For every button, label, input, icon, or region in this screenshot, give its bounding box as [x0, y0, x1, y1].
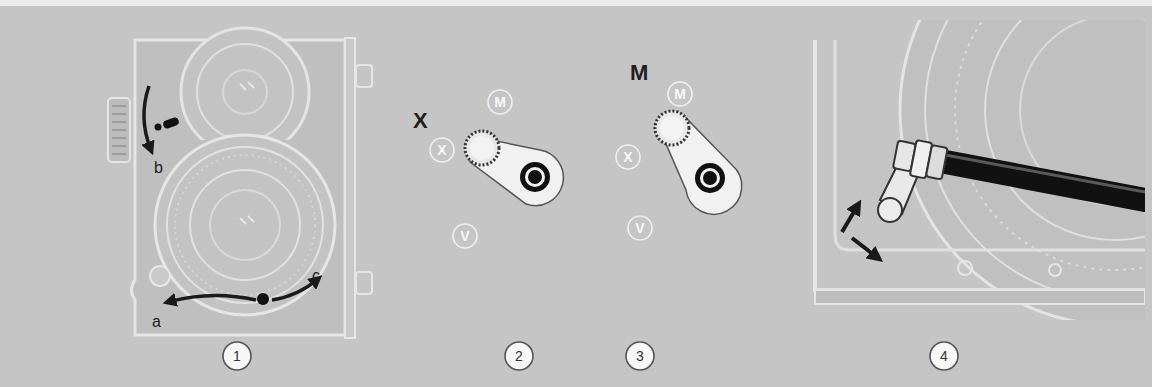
cable-release-view: [935, 160, 1145, 200]
sync-lever-x: [520, 162, 550, 192]
node-text: V: [635, 221, 644, 235]
circle-outline: [488, 90, 512, 114]
sync-lever-x: [470, 136, 494, 160]
camera-front: [150, 266, 170, 286]
node-text: 4: [940, 349, 948, 363]
cable-release-view: [835, 40, 1145, 250]
cable-release-view: [815, 290, 1145, 304]
cable-release-view: [1049, 264, 1061, 276]
node-text: 2: [515, 349, 523, 363]
sync-lever-x: [465, 131, 499, 165]
circle-outline: [430, 138, 454, 162]
sync-lever-x: [470, 136, 563, 206]
camera-front: [155, 135, 335, 315]
sync-setting-mark: X: [615, 144, 641, 170]
sync-setting-mark: V: [627, 215, 653, 241]
camera-front: [345, 38, 355, 338]
cable-release-view: [958, 261, 972, 275]
cable-release-view: [842, 205, 858, 232]
cable-release-view: [925, 20, 1145, 300]
cable-release-view: [900, 20, 1145, 320]
circle-outline: [616, 145, 640, 169]
camera-front: [356, 272, 372, 294]
camera-front: [190, 170, 300, 280]
setting-letter: M: [630, 62, 648, 84]
sync-setting-mark: M: [487, 89, 513, 115]
cable-release-view: [815, 20, 1145, 320]
circle-outline: [930, 342, 958, 370]
camera-front: [108, 28, 372, 338]
camera-front: [108, 98, 130, 162]
sync-lever-m: [655, 111, 742, 214]
camera-front: [240, 82, 254, 90]
node-text: X: [437, 143, 446, 157]
control-letter: c: [312, 268, 320, 284]
cable-release-view: [940, 154, 1145, 192]
sync-lever-x: [465, 131, 563, 206]
cable-release-view: [878, 198, 902, 222]
sync-lever-m: [700, 168, 720, 188]
sync-lever-m: [703, 171, 717, 185]
node-text: 3: [636, 349, 644, 363]
cable-release-view: [926, 145, 948, 179]
cable-release-view: [852, 238, 878, 258]
cable-release-view: [892, 137, 948, 182]
sync-setting-mark: M: [667, 81, 693, 107]
setting-letter: X: [413, 110, 428, 132]
circle-outline: [628, 216, 652, 240]
camera-front: [162, 117, 180, 130]
sync-lever-x: [525, 167, 545, 187]
sync-lever-m: [660, 116, 684, 140]
node-text: V: [460, 229, 469, 243]
circle-outline: [223, 342, 251, 370]
node-text: 1: [233, 349, 241, 363]
node-text: M: [494, 95, 506, 109]
camera-front: [240, 216, 254, 224]
camera-front: [257, 293, 269, 305]
sync-lever-m: [695, 163, 725, 193]
camera-front: [168, 295, 256, 302]
sync-lever-m: [655, 111, 689, 145]
control-letter: b: [154, 160, 163, 176]
camera-front: [167, 147, 323, 303]
circle-outline: [505, 342, 533, 370]
camera-front: [223, 70, 267, 114]
camera-front: [175, 155, 315, 295]
camera-front: [144, 86, 151, 150]
camera-front: [356, 65, 372, 87]
top-strip: [0, 0, 1152, 6]
camera-front: [272, 279, 318, 300]
cable-release-view: [955, 20, 1145, 270]
sync-setting-mark: V: [452, 223, 478, 249]
node-text: M: [674, 87, 686, 101]
camera-front: [197, 44, 293, 140]
camera-front: [112, 106, 126, 154]
cable-release-view: [815, 40, 1145, 290]
camera-front: [155, 124, 162, 131]
figure-number: 1: [222, 341, 252, 371]
circle-outline: [668, 82, 692, 106]
figure-number: 3: [625, 341, 655, 371]
figure-number: 4: [929, 341, 959, 371]
sync-setting-mark: X: [429, 137, 455, 163]
sync-lever-x: [528, 170, 542, 184]
figure-number: 2: [504, 341, 534, 371]
circle-outline: [626, 342, 654, 370]
camera-front: [210, 190, 280, 260]
control-letter: a: [152, 314, 161, 330]
circle-outline: [453, 224, 477, 248]
node-text: X: [623, 150, 632, 164]
